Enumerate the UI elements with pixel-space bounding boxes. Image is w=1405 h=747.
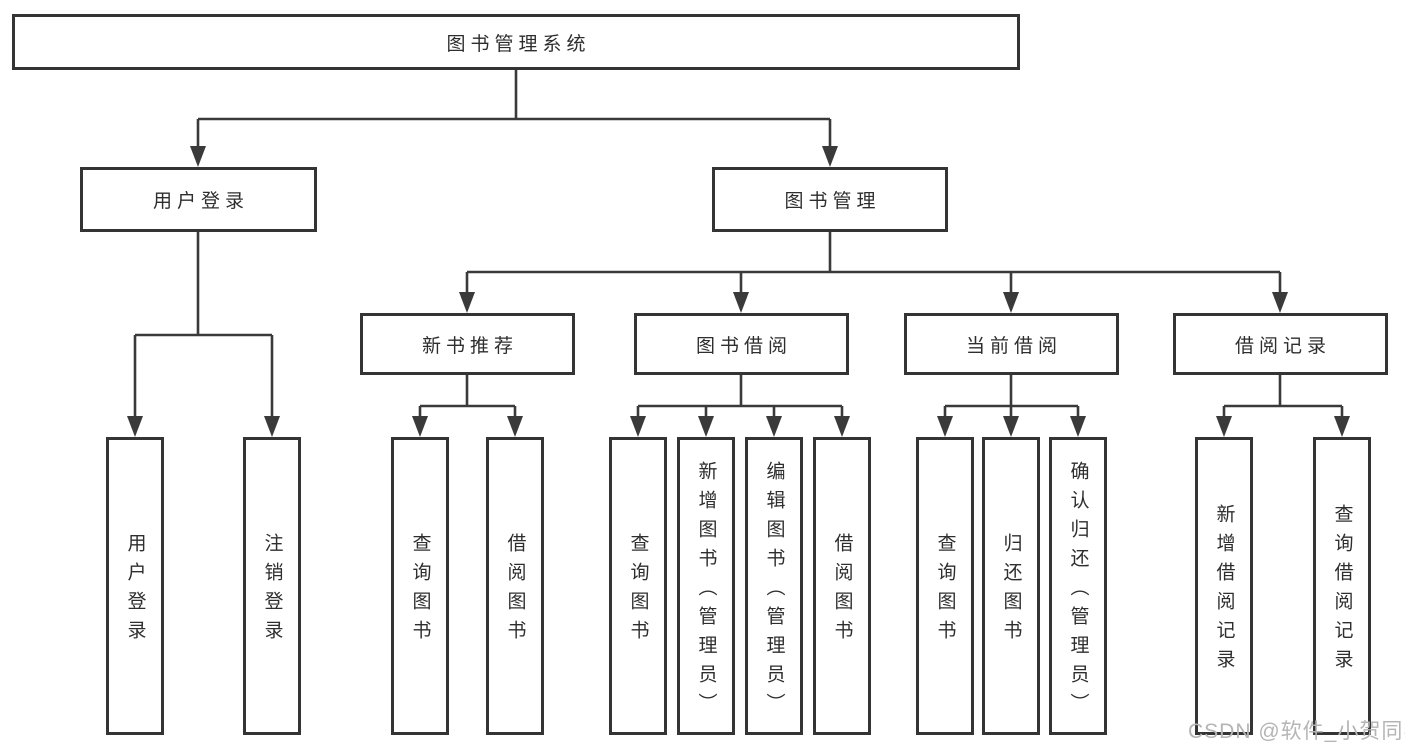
leaf-current-return-books: 归还图书 xyxy=(982,437,1040,735)
node-label: 图书管理 xyxy=(784,191,881,212)
arrow-down-icon xyxy=(822,146,838,167)
node-label: 注销登录 xyxy=(261,533,283,649)
node-label: 新增借阅记录 xyxy=(1213,504,1235,678)
arrow-down-icon xyxy=(1003,292,1019,313)
leaf-recommend-query-books: 查询图书 xyxy=(391,437,449,735)
node-label: 查询借阅记录 xyxy=(1331,504,1353,678)
node-label: 编辑图书（管理员） xyxy=(763,460,785,722)
arrow-down-icon xyxy=(1334,416,1350,437)
arrow-down-icon xyxy=(264,416,280,437)
node-label: 查询图书 xyxy=(627,533,649,649)
leaf-borrow-add-books-admin: 新增图书（管理员） xyxy=(677,437,735,735)
arrow-down-icon xyxy=(190,146,206,167)
node-book-management: 图书管理 xyxy=(712,167,948,232)
node-label: 图书管理系统 xyxy=(446,33,591,55)
arrow-down-icon xyxy=(834,416,850,437)
node-label: 借阅图书 xyxy=(831,533,853,649)
node-system-root: 图书管理系统 xyxy=(12,14,1020,70)
leaf-borrow-borrow-books: 借阅图书 xyxy=(813,437,871,735)
node-user-login: 用户登录 xyxy=(80,167,317,232)
arrow-down-icon xyxy=(459,292,475,313)
arrow-down-icon xyxy=(1272,292,1288,313)
node-label: 图书借阅 xyxy=(695,335,792,357)
leaf-borrow-query-books: 查询图书 xyxy=(609,437,667,735)
node-label: 用户登录 xyxy=(124,533,146,649)
node-label: 新增图书（管理员） xyxy=(695,460,717,722)
leaf-current-query-books: 查询图书 xyxy=(916,437,974,735)
arrow-down-icon xyxy=(937,416,953,437)
arrow-down-icon xyxy=(412,416,428,437)
arrow-down-icon xyxy=(1003,416,1019,437)
arrow-down-icon xyxy=(1070,416,1086,437)
arrow-down-icon xyxy=(766,416,782,437)
leaf-records-add-borrow-record: 新增借阅记录 xyxy=(1195,437,1253,735)
node-current-borrow: 当前借阅 xyxy=(904,313,1119,375)
node-new-book-recommend: 新书推荐 xyxy=(360,313,575,375)
node-label: 查询图书 xyxy=(934,533,956,649)
node-borrow-records: 借阅记录 xyxy=(1173,313,1388,375)
arrow-down-icon xyxy=(507,416,523,437)
leaf-records-query-borrow-record: 查询借阅记录 xyxy=(1313,437,1371,735)
node-label: 借阅图书 xyxy=(504,533,526,649)
node-label: 用户登录 xyxy=(152,191,249,212)
leaf-user-login: 用户登录 xyxy=(106,437,164,735)
node-label: 确认归还（管理员） xyxy=(1067,460,1089,722)
leaf-current-confirm-return-admin: 确认归还（管理员） xyxy=(1049,437,1107,735)
leaf-borrow-edit-books-admin: 编辑图书（管理员） xyxy=(745,437,803,735)
arrow-down-icon xyxy=(630,416,646,437)
arrow-down-icon xyxy=(127,416,143,437)
node-label: 归还图书 xyxy=(1000,533,1022,649)
arrow-down-icon xyxy=(698,416,714,437)
arrow-down-icon xyxy=(733,292,749,313)
arrow-down-icon xyxy=(1216,416,1232,437)
leaf-recommend-borrow-books: 借阅图书 xyxy=(486,437,544,735)
node-label: 当前借阅 xyxy=(965,335,1062,357)
node-label: 查询图书 xyxy=(409,533,431,649)
leaf-logout: 注销登录 xyxy=(243,437,301,735)
node-label: 借阅记录 xyxy=(1234,335,1331,357)
node-book-borrow: 图书借阅 xyxy=(634,313,849,375)
node-label: 新书推荐 xyxy=(421,335,518,357)
csdn-watermark: CSDN @软件_小贺同学 xyxy=(1188,720,1405,743)
